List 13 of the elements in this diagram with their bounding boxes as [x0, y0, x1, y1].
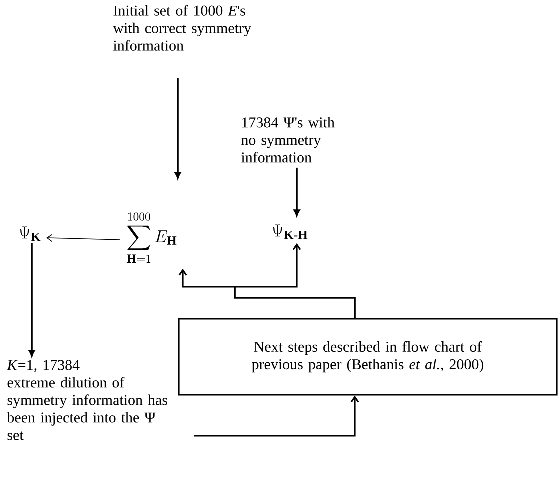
arrow: [46, 234, 121, 242]
note-text: Initial set of 1000 E's with correct symmetry information: [113, 5, 252, 51]
arrow: [294, 168, 300, 216]
arrow: [194, 396, 360, 437]
note-text: 17384 Ψ's with no symmetry information: [242, 117, 335, 163]
arrow: [234, 243, 356, 318]
formula: $\Psi_{\mathbf{K\text{-}H}}$: [272, 224, 308, 240]
note-text: K=1, 17384 extreme dilution of symmetry information has been injected into the Ψ set: [7, 360, 168, 440]
formula: $\sum_{\mathbf{H}=1}^{1000} E_{\mathbf{H}}$: [126, 212, 177, 263]
arrow: [28, 243, 36, 357]
arrow: [174, 78, 182, 179]
process-box: Next steps described in flow chart of previous paper (Bethanis et al., 2000): [178, 318, 558, 396]
formula: $\Psi_{\mathbf{K}}$: [19, 226, 41, 242]
